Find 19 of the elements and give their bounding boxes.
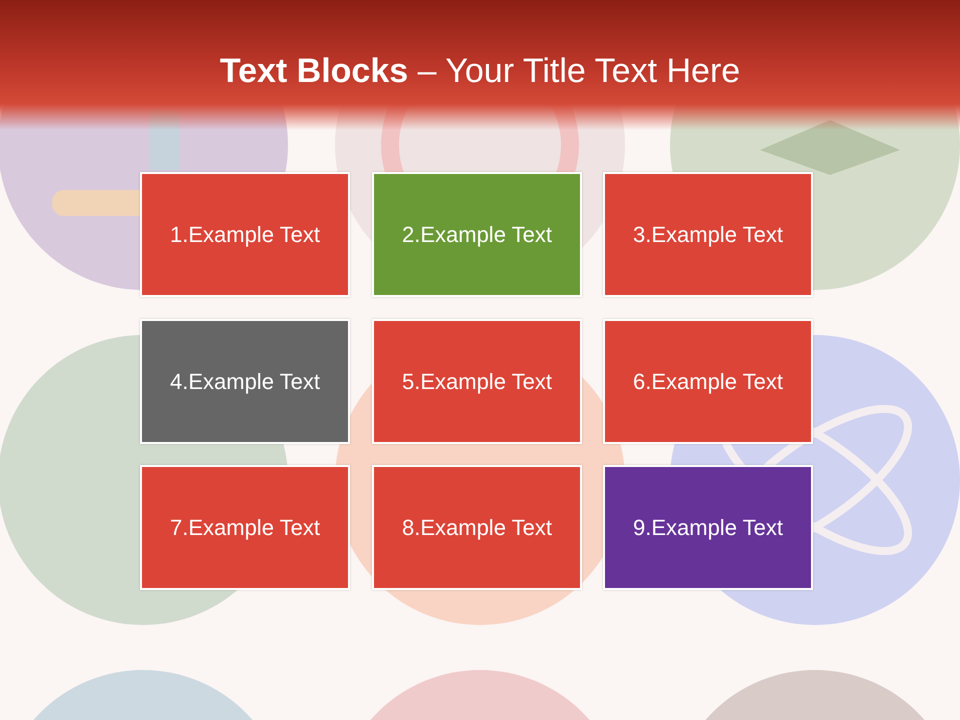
block-text: 8.Example Text: [402, 514, 552, 540]
text-block: [372, 172, 582, 297]
text-block: [372, 319, 582, 444]
block-text: 7.Example Text: [170, 514, 320, 540]
block-text: 5.Example Text: [402, 368, 552, 394]
text-block: [140, 465, 350, 590]
block-text: 6.Example Text: [632, 368, 783, 394]
text-block: [140, 319, 350, 444]
block-text: 4.Example Text: [170, 368, 320, 394]
block-text: 9.Example Text: [632, 514, 783, 540]
text-block: [603, 172, 813, 297]
text-block: [372, 465, 582, 590]
text-block: [603, 319, 813, 444]
block-text: 1.Example Text: [170, 222, 320, 248]
block-text: 3.Example Text: [632, 222, 783, 248]
slide-title: Text Blocks – Your Title Text Here: [218, 52, 742, 91]
text-block: [140, 172, 350, 297]
text-block: [603, 465, 813, 590]
block-text: 2.Example Text: [402, 222, 552, 248]
